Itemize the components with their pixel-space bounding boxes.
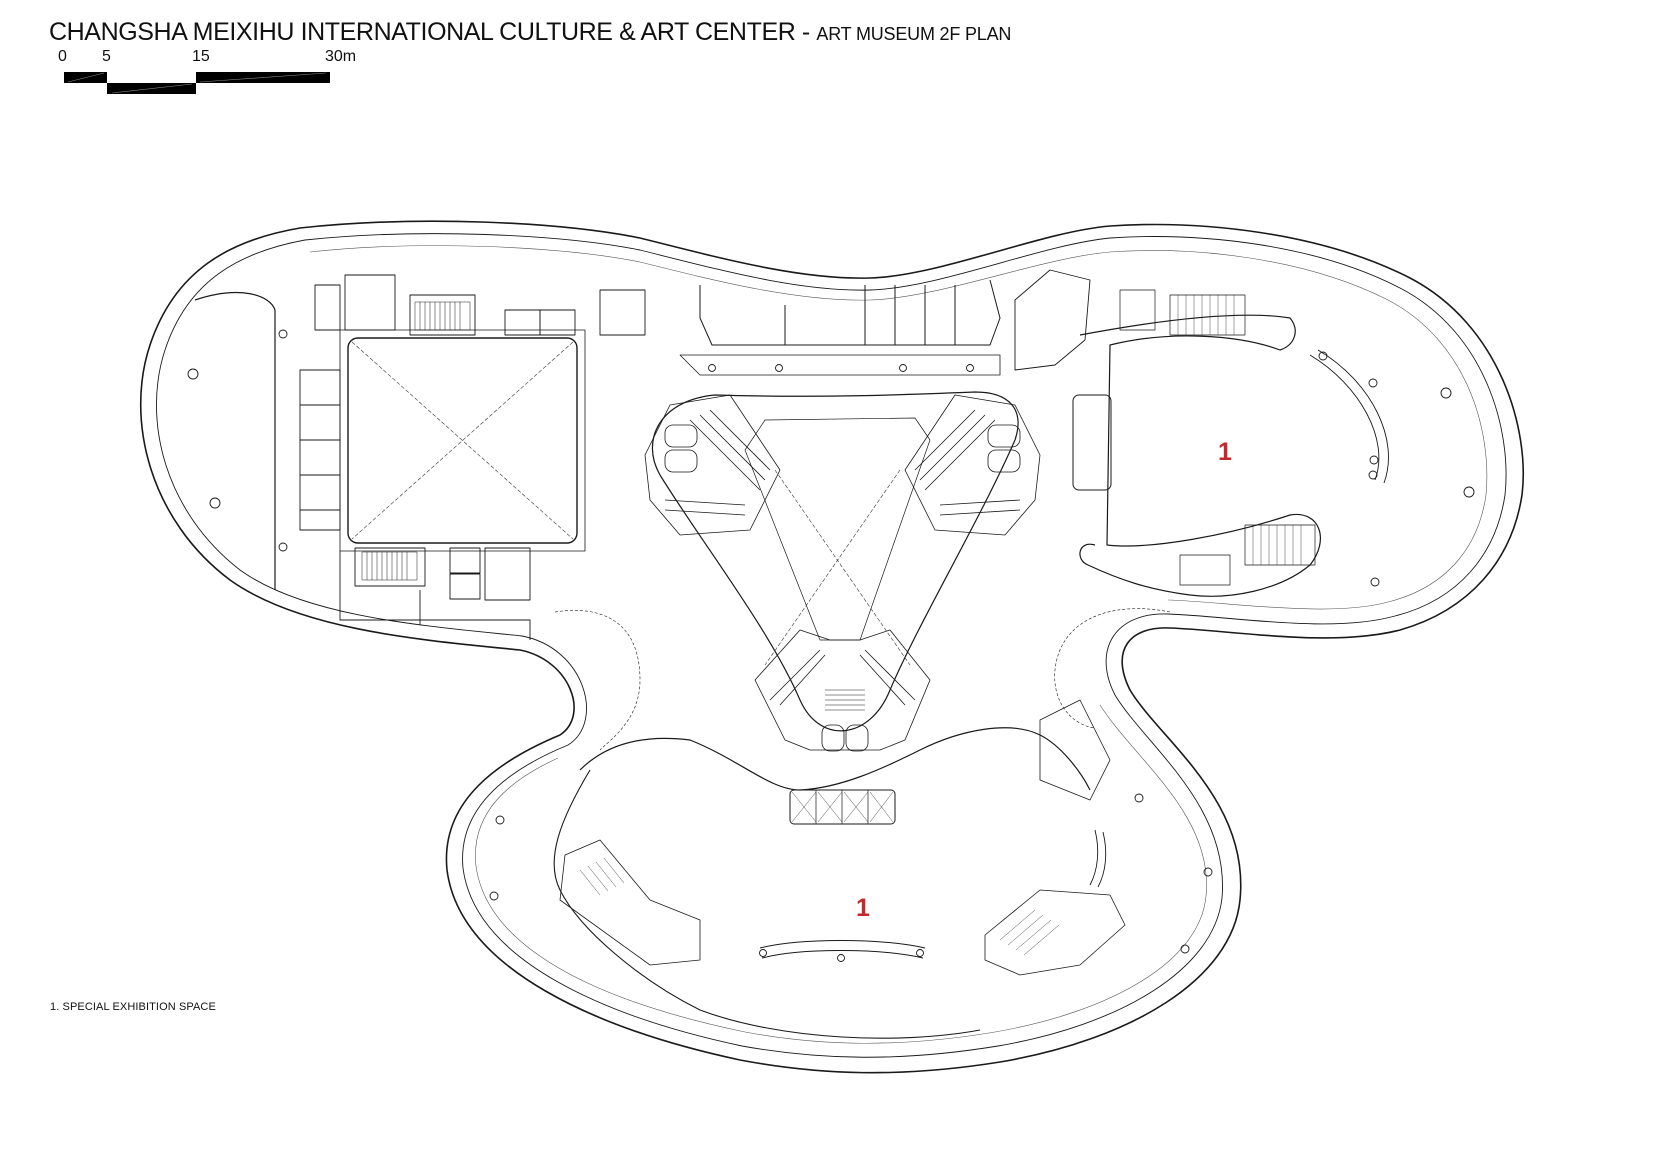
south-west-stair-core [559, 839, 701, 966]
left-gallery-wall [194, 292, 276, 590]
south-gallery-west-wall [553, 769, 981, 1039]
escalator-cluster-northeast [904, 394, 1041, 536]
central-atrium-outline [651, 391, 1019, 732]
west-connector-dashed-edge [554, 610, 641, 751]
drawing-title-sub: ART MUSEUM 2F PLAN [816, 24, 1012, 44]
east-corridor-block [1014, 269, 1091, 371]
south-east-core-room [1039, 699, 1111, 801]
south-curved-bench [759, 940, 926, 959]
south-east-stair-core [984, 889, 1126, 976]
east-curved-partition [1309, 349, 1389, 484]
escalator-cluster-south [754, 629, 931, 752]
stair-west-north [414, 301, 471, 331]
east-core-stairs [1119, 289, 1316, 586]
south-short-partition [1089, 829, 1107, 888]
west-atrium-void [347, 337, 578, 544]
north-bridge-rooms [679, 279, 1001, 376]
scale-label-0: 0 [58, 48, 67, 65]
central-atrium-inner [744, 417, 931, 641]
stair-west-south [361, 551, 418, 581]
scale-label-15: 15 [192, 48, 210, 65]
south-gallery-inner-wall [579, 727, 1091, 791]
scale-label-5: 5 [102, 48, 111, 65]
room-number-south: 1 [856, 894, 870, 922]
east-gallery-inner-wall [1079, 314, 1321, 597]
east-connector-dashed-edge [1054, 608, 1171, 729]
drawing-title: CHANGSHA MEIXIHU INTERNATIONAL CULTURE &… [49, 20, 1011, 45]
escalator-cluster-northwest [644, 394, 781, 536]
room-number-east: 1 [1218, 438, 1232, 466]
east-skylight-void [1072, 394, 1112, 491]
building-outline-outer [139, 220, 1525, 1074]
legend: 1. SPECIAL EXHIBITION SPACE [50, 1001, 216, 1013]
scale-bar-blocks [64, 72, 330, 94]
legend-item-special-exhibition: 1. SPECIAL EXHIBITION SPACE [50, 1001, 216, 1013]
structural-columns [187, 329, 1475, 962]
scale-label-30m: 30m [325, 48, 357, 65]
west-core-rooms [299, 274, 646, 640]
drawing-title-main: CHANGSHA MEIXIHU INTERNATIONAL CULTURE &… [49, 18, 817, 46]
building-outline-inner [156, 233, 1507, 1058]
south-elevator-block [789, 789, 896, 825]
